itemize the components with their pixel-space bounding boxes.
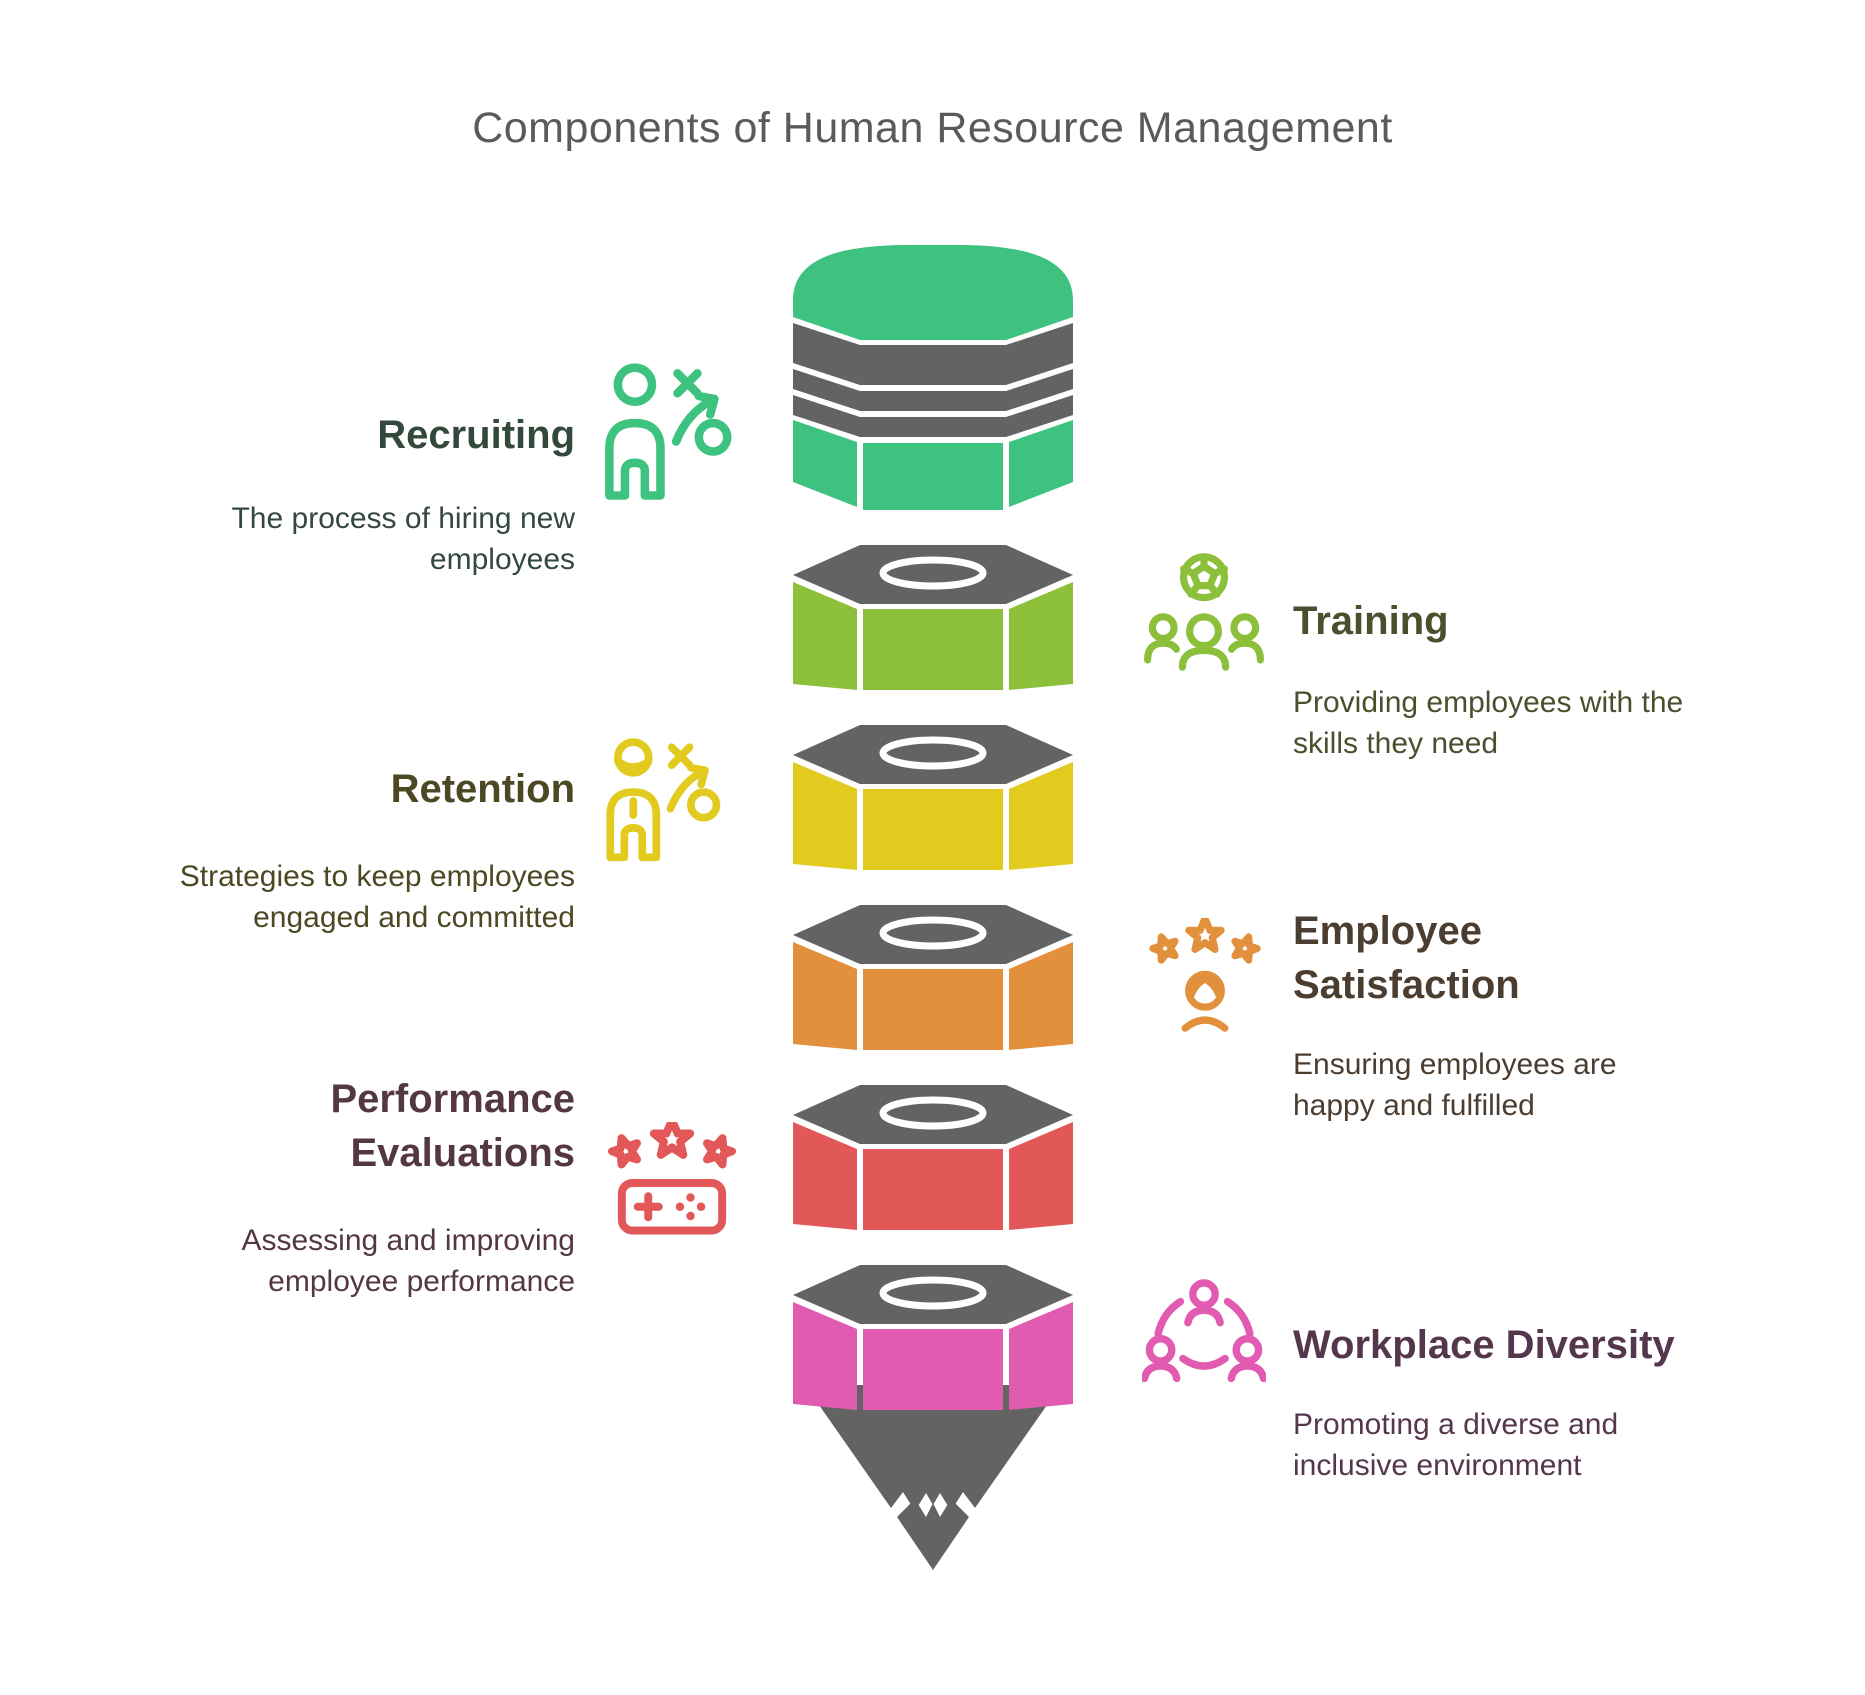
person-strategy-icon: [605, 363, 732, 500]
nut-hole-ring: [879, 736, 987, 770]
pencil-segment-recruiting: [793, 245, 1073, 510]
section-heading: Workplace Diversity: [1293, 1323, 1675, 1367]
section-performance-evaluations: Performance Evaluations Assessing and im…: [95, 1072, 575, 1302]
section-description: Strategies to keep employees engaged and…: [179, 860, 575, 935]
pencil-segment-employee-satisfaction: [793, 905, 1073, 1050]
ferrule-band: [793, 395, 1073, 437]
eraser-dome: [793, 245, 1073, 340]
pencil-lead-tip: [897, 1499, 969, 1570]
pencil-segment-retention: [793, 725, 1073, 870]
section-heading: Recruiting: [377, 413, 575, 457]
ferrule-band: [793, 323, 1073, 385]
pencil-segment-training: [793, 545, 1073, 690]
controller-dots: [675, 1193, 706, 1221]
pencil-tip-cone: [805, 1385, 1061, 1570]
section-retention: Retention Strategies to keep employees e…: [55, 762, 575, 938]
section-recruiting: Recruiting The process of hiring new emp…: [95, 408, 575, 580]
section-employee-satisfaction: Employee Satisfaction Ensuring employees…: [1293, 904, 1853, 1126]
person-stars-icon: [1146, 918, 1264, 1032]
section-description: Providing employees with the skills they…: [1293, 686, 1684, 761]
section-training: Training Providing employees with the sk…: [1293, 594, 1853, 764]
ferrule-band: [793, 369, 1073, 411]
section-description: Promoting a diverse and inclusive enviro…: [1293, 1408, 1619, 1483]
pencil-diagram: [793, 245, 1073, 1570]
page-title: Components of Human Resource Management: [472, 104, 1393, 152]
stars-controller-icon: [606, 1122, 738, 1235]
nut-hole-ring: [879, 1276, 987, 1310]
section-heading: Employee Satisfaction: [1293, 909, 1520, 1007]
section-description: The process of hiring new employees: [231, 502, 575, 577]
section-heading: Performance Evaluations: [330, 1077, 575, 1175]
people-network-icon: [1142, 1279, 1266, 1383]
pencil-segment-workplace-diversity: [793, 1265, 1073, 1410]
nut-hole-ring: [879, 916, 987, 950]
section-heading: Training: [1293, 599, 1449, 643]
nut-hole-ring: [879, 556, 987, 590]
section-workplace-diversity: Workplace Diversity Promoting a diverse …: [1293, 1318, 1853, 1486]
section-description: Ensuring employees are happy and fulfill…: [1293, 1048, 1617, 1123]
section-heading: Retention: [390, 767, 575, 811]
team-training-icon: [1144, 553, 1264, 671]
section-description: Assessing and improving employee perform…: [241, 1224, 575, 1299]
nut-hole-ring: [879, 1096, 987, 1130]
pencil-segment-performance-evaluations: [793, 1085, 1073, 1230]
person-strategy-capped-icon: [606, 738, 721, 862]
